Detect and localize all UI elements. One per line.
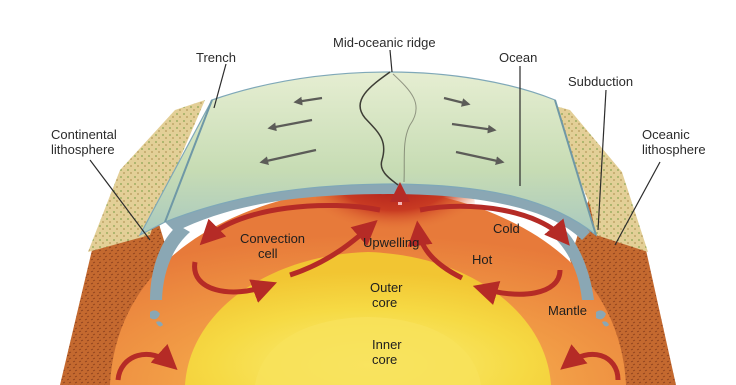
label-continental-lithosphere-line2: lithosphere xyxy=(51,142,115,157)
label-continental-lithosphere-line1: Continental xyxy=(51,127,117,142)
label-hot: Hot xyxy=(472,252,493,267)
label-mantle: Mantle xyxy=(548,303,587,318)
label-convection-line2: cell xyxy=(258,246,278,261)
label-inner-core-line1: Inner xyxy=(372,337,402,352)
label-subduction: Subduction xyxy=(568,74,633,89)
label-outer-core-line1: Outer xyxy=(370,280,403,295)
label-upwelling: Upwelling xyxy=(363,235,419,250)
label-mid-oceanic-ridge: Mid-oceanic ridge xyxy=(333,35,436,50)
label-inner-core-line2: core xyxy=(372,352,397,367)
label-ocean: Ocean xyxy=(499,50,537,65)
label-outer-core-line2: core xyxy=(372,295,397,310)
label-cold: Cold xyxy=(493,221,520,236)
label-oceanic-lithosphere-line2: lithosphere xyxy=(642,142,706,157)
label-trench: Trench xyxy=(196,50,236,65)
label-oceanic-lithosphere-line1: Oceanic xyxy=(642,127,690,142)
label-convection-line1: Convection xyxy=(240,231,305,246)
